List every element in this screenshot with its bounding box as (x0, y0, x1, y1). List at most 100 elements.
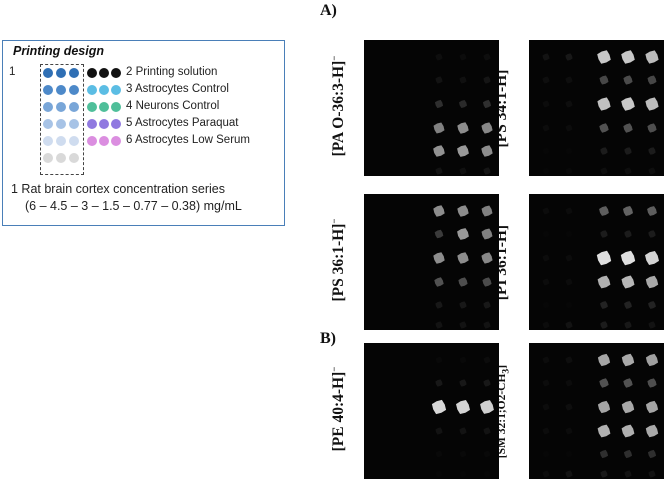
panel-b-label: B) (320, 330, 336, 347)
sample-dot (87, 68, 97, 78)
ion-intensity-spot (542, 450, 550, 458)
series-dot (56, 85, 66, 95)
ion-intensity-spot (596, 250, 612, 266)
sample-dot (87, 85, 97, 95)
ion-intensity-spot (434, 229, 444, 239)
ion-intensity-spot (433, 122, 445, 134)
series-dot (56, 102, 66, 112)
ion-intensity-spot (645, 353, 659, 367)
ion-intensity-spot (457, 145, 469, 157)
ion-intensity-spot (647, 75, 657, 85)
ion-intensity-spot (483, 450, 491, 458)
ion-intensity-spot (647, 123, 657, 133)
sample-dot (87, 119, 97, 129)
ion-intensity-spot (599, 378, 609, 388)
ion-intensity-spot (459, 100, 467, 108)
ion-intensity-spot (483, 356, 491, 364)
ion-intensity-spot (599, 206, 609, 216)
ion-intensity-spot (597, 50, 611, 64)
ms-image-ps-34-1 (529, 40, 664, 176)
ion-intensity-spot (645, 251, 659, 265)
ion-intensity-spot (435, 321, 443, 329)
ion-intensity-spot (645, 275, 659, 289)
ion-intensity-spot (647, 449, 657, 459)
ion-intensity-spot (648, 230, 656, 238)
ion-intensity-spot (458, 277, 468, 287)
ion-intensity-spot (565, 100, 573, 108)
printing-design-legend: Printing design 1 2 Printing solution 3 … (2, 40, 285, 226)
legend-label-astrocytes-low-serum: 6 Astrocytes Low Serum (126, 134, 250, 146)
concentration-note: 1 Rat brain cortex concentration series (11, 182, 225, 196)
ion-intensity-spot (624, 301, 632, 309)
concentration-series-number: 1 (9, 66, 16, 78)
ion-intensity-spot (624, 230, 632, 238)
ion-intensity-spot (621, 400, 635, 414)
ion-intensity-spot (542, 53, 550, 61)
ion-intensity-spot (624, 147, 632, 155)
ion-intensity-spot (565, 207, 573, 215)
ms-image-ps-36-1 (364, 194, 499, 330)
ion-intensity-spot (457, 205, 469, 217)
ion-intensity-spot (597, 400, 611, 414)
ion-intensity-spot (565, 53, 573, 61)
series-dot (69, 136, 79, 146)
ion-intensity-spot (433, 145, 445, 157)
ion-intensity-spot (542, 403, 550, 411)
ms-image-pa-o-36-3 (364, 40, 499, 176)
ion-intensity-spot (597, 353, 611, 367)
ion-intensity-spot (542, 278, 550, 286)
ion-intensity-spot (624, 167, 632, 175)
ion-intensity-spot (456, 400, 470, 414)
ion-intensity-spot (621, 275, 635, 289)
ion-intensity-spot (542, 379, 550, 387)
ion-intensity-spot (483, 470, 491, 478)
ion-intensity-spot (542, 207, 550, 215)
ion-intensity-spot (624, 470, 632, 478)
ion-intensity-spot (542, 167, 550, 175)
sample-dot (99, 102, 109, 112)
ion-intensity-spot (457, 228, 469, 240)
ion-intensity-spot (565, 450, 573, 458)
ion-intensity-spot (565, 167, 573, 175)
legend-label-printing-solution: 2 Printing solution (126, 66, 218, 78)
ion-intensity-spot (483, 321, 491, 329)
ion-intensity-spot (483, 76, 491, 84)
ion-intensity-spot (459, 321, 467, 329)
ion-intensity-spot (435, 356, 443, 364)
series-dot (56, 136, 66, 146)
ion-intensity-spot (600, 321, 608, 329)
ion-intensity-spot (480, 400, 494, 414)
series-dot (43, 136, 53, 146)
ion-intensity-spot (459, 53, 467, 61)
ion-intensity-spot (459, 450, 467, 458)
ion-intensity-spot (600, 230, 608, 238)
ion-intensity-spot (542, 124, 550, 132)
ion-intensity-spot (435, 470, 443, 478)
panel-a-label: A) (320, 2, 337, 19)
ion-intensity-spot (459, 356, 467, 364)
concentration-values: (6 – 4.5 – 3 – 1.5 – 0.77 – 0.38) mg/mL (25, 199, 242, 213)
ion-intensity-spot (621, 50, 635, 64)
ion-intensity-spot (624, 321, 632, 329)
ion-intensity-spot (431, 399, 447, 415)
ion-intensity-spot (542, 254, 550, 262)
ion-intensity-spot (481, 252, 493, 264)
ion-intensity-spot (600, 470, 608, 478)
ion-intensity-spot (623, 449, 633, 459)
sample-dot (99, 85, 109, 95)
ion-intensity-spot (565, 321, 573, 329)
ion-intensity-spot (565, 76, 573, 84)
ion-intensity-spot (542, 76, 550, 84)
sample-dot (99, 136, 109, 146)
series-dot (69, 119, 79, 129)
series-dot (56, 153, 66, 163)
ion-intensity-spot (433, 205, 445, 217)
sample-dot (111, 102, 121, 112)
series-dot (43, 68, 53, 78)
sample-dot (99, 68, 109, 78)
ion-intensity-spot (481, 228, 493, 240)
ion-intensity-spot (435, 167, 443, 175)
series-dot (43, 102, 53, 112)
ion-intensity-spot (435, 53, 443, 61)
ion-intensity-spot (459, 470, 467, 478)
